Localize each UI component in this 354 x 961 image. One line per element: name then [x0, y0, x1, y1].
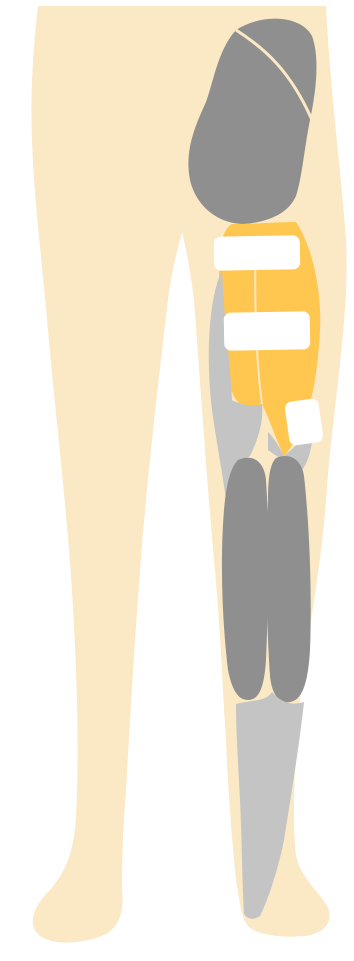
electrode-pad-upper [214, 235, 301, 270]
gastrocnemius-medial [222, 458, 268, 700]
electrode-pad-middle [224, 311, 311, 350]
electrode-pad-lower [284, 398, 324, 446]
gastrocnemius-lateral [267, 456, 311, 702]
